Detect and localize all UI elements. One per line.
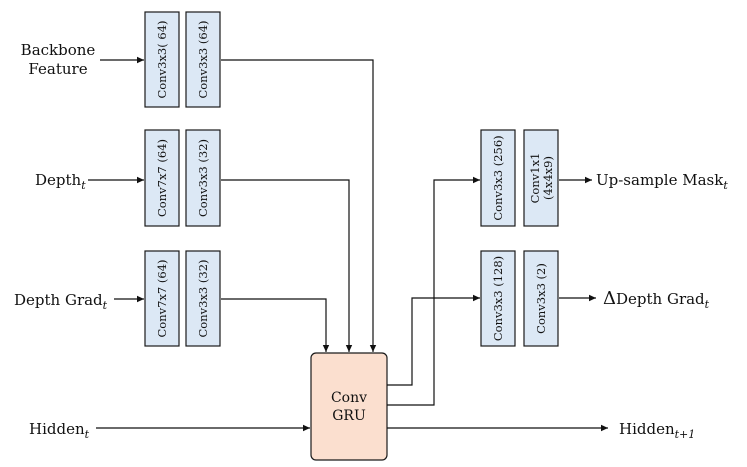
input-label-depth-grad: Depth Gradt [14,291,108,312]
delta-conv2-block [523,250,559,347]
wire-gru-to-mask-head [387,176,480,406]
output-label-delta-depth-grad: ΔDepth Gradt [603,288,710,311]
wire-depth-grad-to-gru [221,298,330,352]
depth-conv2-block [185,129,221,227]
input-label-backbone-line2: Feature [28,60,87,78]
delta-conv2-label: Conv3x3 (2) [534,263,548,334]
depth-conv1-block [144,129,180,227]
mask-conv1-label: Conv3x3 (256) [491,135,505,220]
output-label-upsample-mask: Up-sample Maskt [596,171,728,192]
backbone-conv2-block [185,11,221,108]
mask-conv2-label-line1: Conv1x1 [528,153,542,204]
mask-conv1-block [480,129,516,227]
backbone-conv2-label: Conv3x3 (64) [196,20,210,98]
wire-depth-to-gru [221,179,353,352]
backbone-conv1-block [144,11,180,108]
delta-conv1-label: Conv3x3 (128) [491,256,505,341]
grad-conv2-label: Conv3x3 (32) [196,259,210,337]
backbone-conv1-label: Conv3x3( 64) [155,20,169,98]
conv-gru-block [310,352,388,461]
mask-conv2-label-line2: (4x4x9) [541,156,555,200]
depth-conv2-label: Conv3x3 (32) [196,139,210,217]
grad-conv1-label: Conv7x7 (64) [155,259,169,337]
input-label-hidden: Hiddent [29,420,90,441]
conv-gru-label-line2: GRU [332,408,366,424]
input-label-backbone-line1: Backbone [21,41,96,59]
grad-conv2-block [185,250,221,347]
input-label-depth: Deptht [35,171,86,192]
conv-gru-label-line1: Conv [331,390,367,406]
delta-conv1-block [480,250,516,347]
grad-conv1-block [144,250,180,347]
mask-conv2-block [523,129,559,227]
wire-gru-to-delta-head [387,294,480,386]
wire-backbone-to-gru [221,59,377,352]
output-label-hidden-next: Hiddent+1 [619,420,695,441]
depth-conv1-label: Conv7x7 (64) [155,139,169,217]
